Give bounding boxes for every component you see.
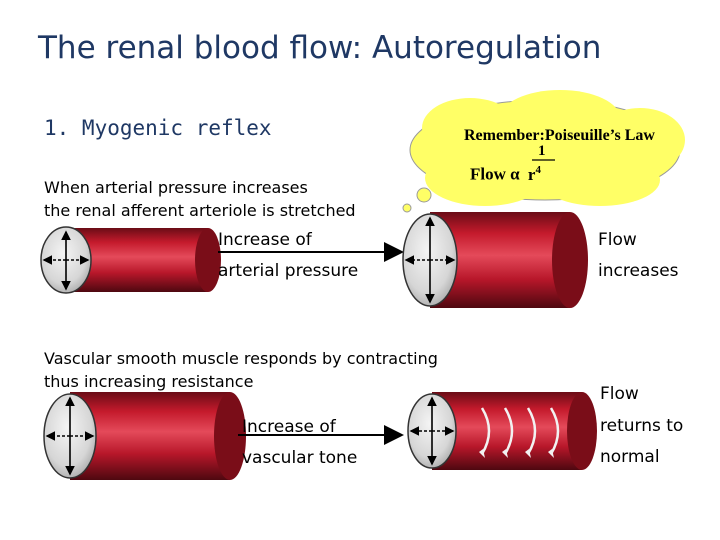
thought-bubble-dot-small (402, 203, 412, 213)
contraction-arcs-icon (480, 407, 560, 455)
vessel-normal (40, 226, 221, 294)
section-heading: 1. Myogenic reflex (44, 116, 272, 140)
intro-line-2: the renal afferent arteriole is stretche… (44, 201, 356, 220)
intro-line-1: When arterial pressure increases (44, 178, 308, 197)
step1-result-line2: increases (598, 261, 679, 281)
intro-text: When arterial pressure increases the ren… (44, 176, 356, 222)
slide-title: The renal blood flow: Autoregulation (38, 30, 602, 66)
pressure-arrows-icon (409, 396, 455, 466)
formula-numerator: 1 (538, 143, 546, 159)
formula-flow: Flow α r4 (470, 164, 541, 185)
vessel-dilated (402, 212, 588, 308)
vessel-stretched (43, 392, 246, 480)
step2-result-line1: Flow (600, 384, 639, 404)
step2-label-line2: vascular tone (242, 448, 358, 468)
response-line-1: Vascular smooth muscle responds by contr… (44, 349, 438, 368)
step1-result-line1: Flow (598, 230, 637, 250)
response-text: Vascular smooth muscle responds by contr… (44, 347, 438, 393)
step1-label-line2: arterial pressure (218, 261, 359, 281)
thought-cloud (402, 90, 685, 213)
step1-label-line1: Increase of (218, 230, 312, 250)
pressure-arrows-icon (404, 216, 456, 304)
cloud-heading: Remember:Poiseuille’s Law (464, 127, 655, 144)
formula-flow-word: Flow (470, 164, 506, 184)
response-line-2: thus increasing resistance (44, 372, 254, 391)
step2-label-line1: Increase of (242, 417, 336, 437)
step2-result-line2: returns to (600, 416, 684, 436)
formula-r: r (527, 164, 536, 184)
pressure-arrows-icon (45, 396, 95, 476)
formula-exponent: 4 (535, 164, 541, 176)
vessel-constricted (407, 392, 597, 470)
pressure-arrows-icon (42, 230, 90, 291)
step2-result-line3: normal (600, 447, 660, 467)
formula-alpha: α (510, 164, 520, 184)
thought-bubble-dot (416, 187, 432, 203)
